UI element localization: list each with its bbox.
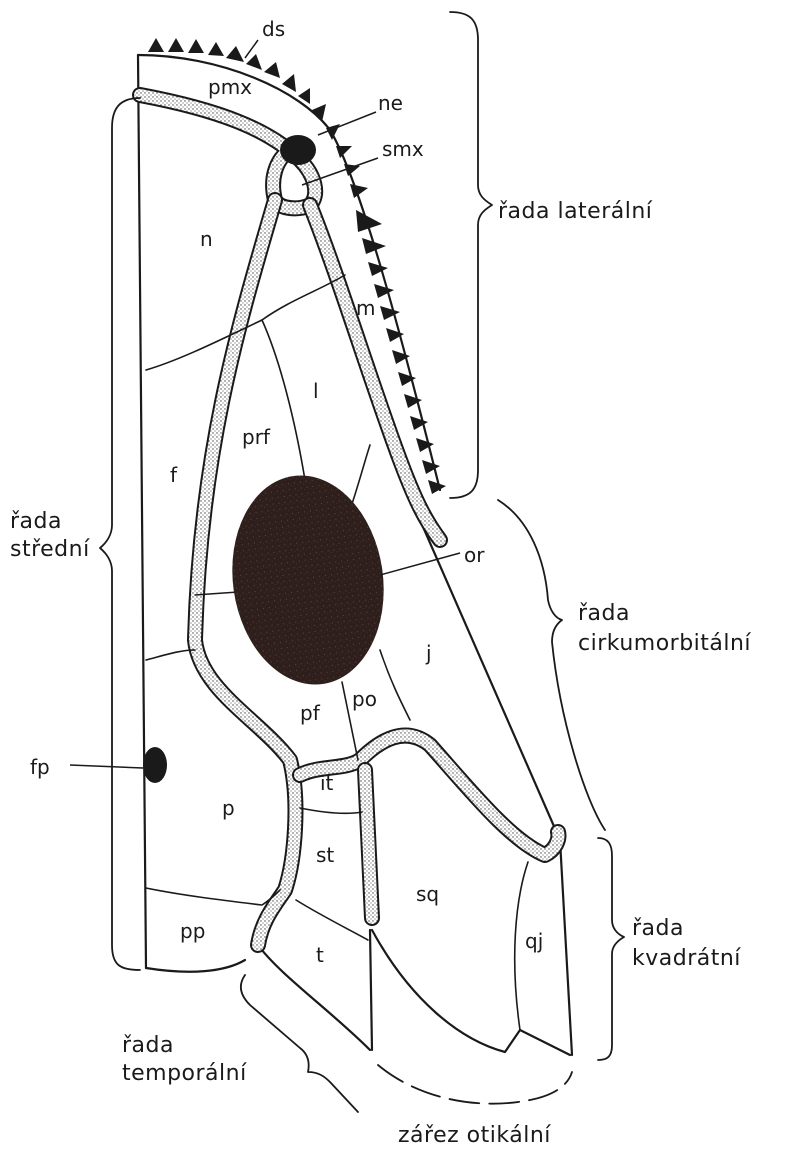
row-label-otic-notch: zářez otikální <box>398 1123 551 1148</box>
label-qj: qj <box>525 929 543 953</box>
row-label-quadrate-1: řada <box>632 916 684 941</box>
row-label-median-1: řada <box>10 509 62 534</box>
label-or: or <box>464 543 485 567</box>
label-t: t <box>316 943 324 967</box>
label-it: it <box>320 771 334 795</box>
label-prf: prf <box>242 425 271 449</box>
row-label-lateral: řada laterální <box>498 199 653 224</box>
label-fp: fp <box>30 755 50 779</box>
row-label-median-2: střední <box>10 537 90 562</box>
row-label-circumorbital-1: řada <box>578 601 630 626</box>
row-label-quadrate-2: kvadrátní <box>632 946 741 971</box>
row-label-circumorbital-2: cirkumorbitální <box>578 631 751 656</box>
label-n: n <box>200 227 213 251</box>
label-p: p <box>222 796 235 820</box>
label-pp: pp <box>180 919 205 943</box>
label-sq: sq <box>416 882 439 906</box>
label-pmx: pmx <box>208 75 252 99</box>
orbit-shape <box>219 466 397 695</box>
pineal-foramen-shape <box>143 747 167 783</box>
row-labels: řada laterální řada střední řada cirkumo… <box>10 199 751 1148</box>
label-smx: smx <box>382 137 424 161</box>
label-po: po <box>352 687 377 711</box>
label-ne: ne <box>378 91 403 115</box>
label-pf: pf <box>300 701 321 725</box>
label-j: j <box>425 641 432 665</box>
label-f: f <box>170 463 178 487</box>
label-m: m <box>356 296 375 320</box>
label-l: l <box>313 379 319 403</box>
row-label-temporal-2: temporální <box>122 1061 247 1086</box>
label-st: st <box>316 843 334 867</box>
nostril-shape <box>280 135 316 165</box>
row-label-temporal-1: řada <box>122 1033 174 1058</box>
label-ds: ds <box>262 17 285 41</box>
